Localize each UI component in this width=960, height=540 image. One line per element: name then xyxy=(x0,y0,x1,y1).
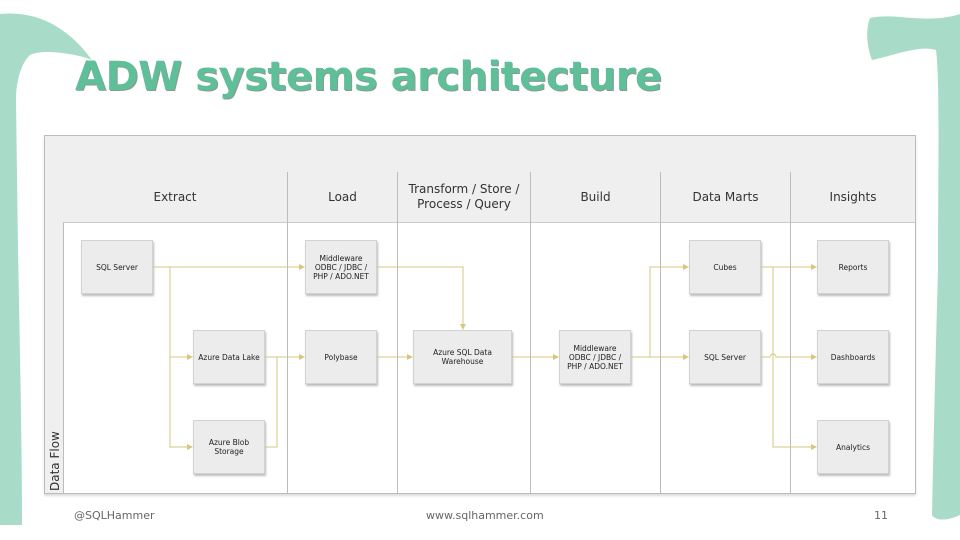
lane-header: Build xyxy=(531,172,660,223)
diagram-top-band xyxy=(45,136,915,173)
architecture-diagram: Data Flow Extract Load Transform / Store… xyxy=(44,135,916,494)
lane-header: Load xyxy=(288,172,397,223)
right-hammer-shape xyxy=(867,14,960,520)
slide-number: 11 xyxy=(874,509,888,522)
node-middleware-build: Middleware ODBC / JDBC / PHP / ADO.NET xyxy=(559,330,631,384)
lane-transform: Transform / Store / Process / Query xyxy=(398,172,531,493)
lane-header: Data Marts xyxy=(661,172,790,223)
footer-url[interactable]: www.sqlhammer.com xyxy=(426,509,544,522)
data-flow-row-header: Data Flow xyxy=(45,172,64,493)
lane-header: Insights xyxy=(791,172,915,223)
node-middleware-load: Middleware ODBC / JDBC / PHP / ADO.NET xyxy=(305,240,377,294)
node-azure-sql-dw: Azure SQL Data Warehouse xyxy=(413,330,512,384)
node-azure-data-lake: Azure Data Lake xyxy=(193,330,265,384)
node-cubes: Cubes xyxy=(689,240,761,294)
node-polybase: Polybase xyxy=(305,330,377,384)
node-sql-server-source: SQL Server xyxy=(81,240,153,294)
lane-insights: Insights xyxy=(791,172,915,493)
node-azure-blob-storage: Azure Blob Storage xyxy=(193,420,265,474)
slide-title: ADW systems architecture xyxy=(75,54,662,100)
footer-handle: @SQLHammer xyxy=(74,509,155,522)
lane-extract: Extract xyxy=(63,172,288,493)
lane-data-marts: Data Marts xyxy=(661,172,791,493)
data-flow-label: Data Flow xyxy=(48,431,62,491)
lane-header: Transform / Store / Process / Query xyxy=(398,172,530,223)
left-hammer-shape xyxy=(0,13,92,526)
lane-header: Extract xyxy=(63,172,287,223)
node-sql-server-mart: SQL Server xyxy=(689,330,761,384)
node-reports: Reports xyxy=(817,240,889,294)
node-analytics: Analytics xyxy=(817,420,889,474)
node-dashboards: Dashboards xyxy=(817,330,889,384)
lane-load: Load xyxy=(288,172,398,493)
